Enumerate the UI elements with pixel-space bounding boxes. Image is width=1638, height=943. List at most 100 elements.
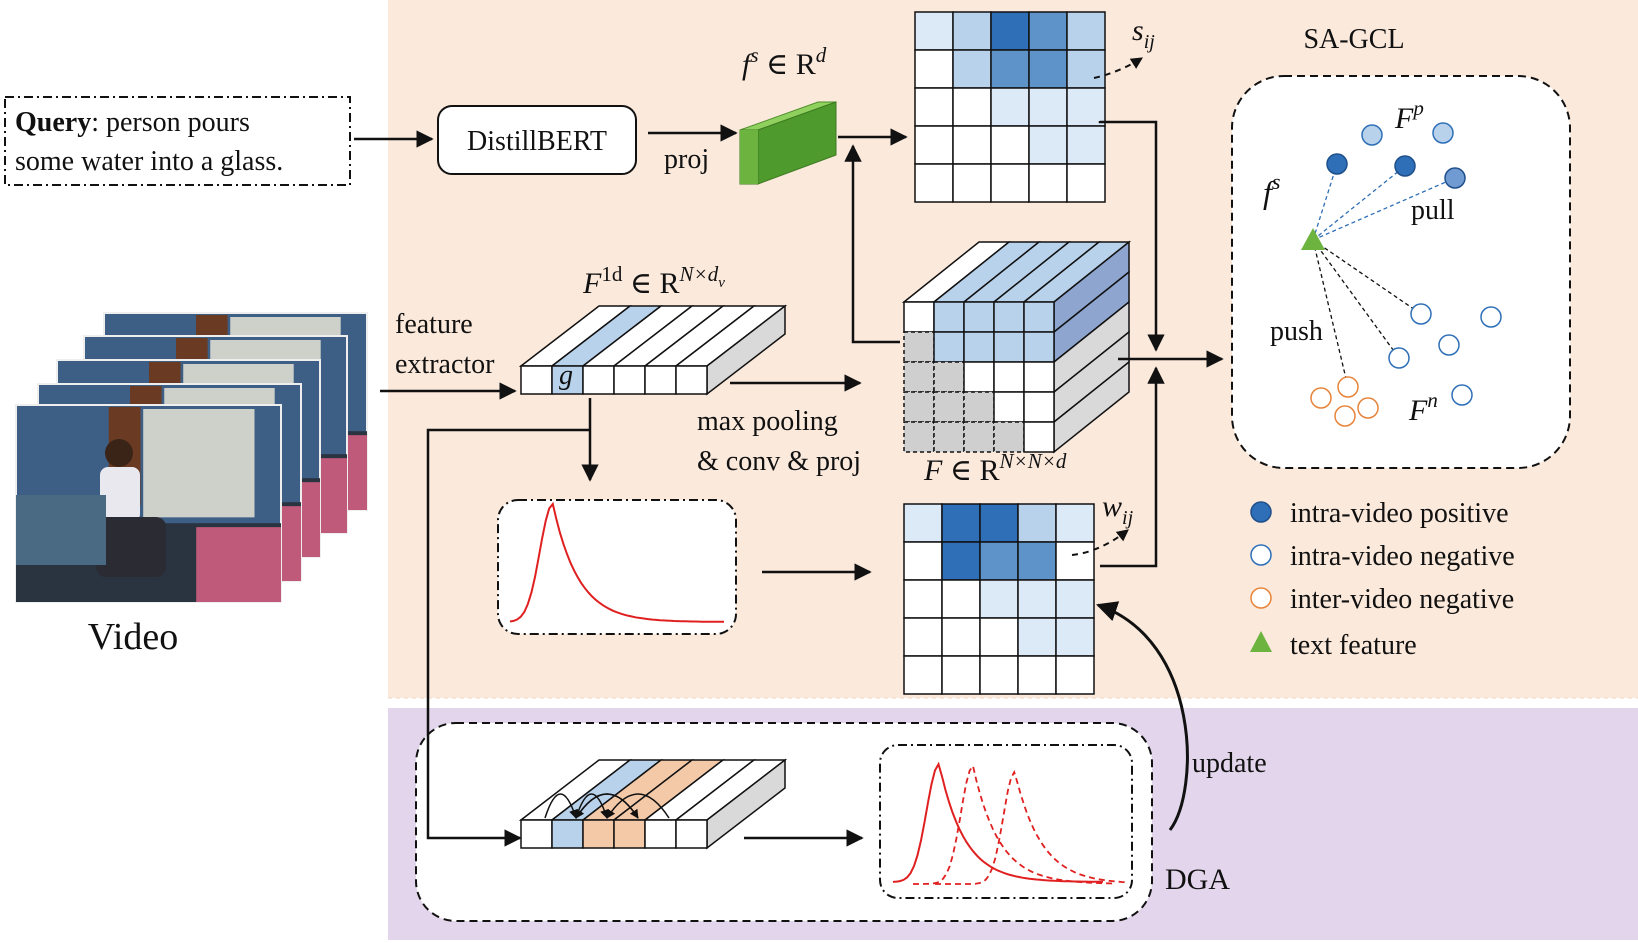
grid-cell <box>979 617 1019 657</box>
legend-marker-intra-negative <box>1250 544 1272 566</box>
grid-cell <box>1066 87 1106 127</box>
grid-cell <box>903 617 943 657</box>
grid-cell <box>941 503 981 543</box>
grid-cell <box>1055 503 1095 543</box>
cube-cell <box>903 421 935 453</box>
grid-cell <box>1028 125 1068 165</box>
grid-cell <box>903 541 943 581</box>
cube-cell <box>903 361 935 393</box>
bar-cell <box>644 365 677 395</box>
inter-negative-point <box>1357 397 1379 419</box>
sofa <box>16 495 106 565</box>
grid-cell <box>914 87 954 127</box>
grid-cell <box>914 49 954 89</box>
bar-cell <box>675 819 708 849</box>
grid-cell <box>979 655 1019 695</box>
query-rest: : person pours <box>91 107 250 138</box>
legend-intra-negative: intra-video negative <box>1290 541 1515 572</box>
grid-cell <box>903 503 943 543</box>
push-label: push <box>1270 316 1323 347</box>
video-frames <box>15 312 368 603</box>
person-head <box>105 439 133 467</box>
dga-arc <box>606 793 670 819</box>
grid-cell <box>941 541 981 581</box>
sagcl-fp-label: Fp <box>1394 96 1424 135</box>
bar-cell <box>675 365 708 395</box>
inter-negative-point <box>1310 387 1332 409</box>
cube-cell <box>963 361 995 393</box>
legend-text-feature: text feature <box>1290 630 1417 661</box>
cube-cell <box>963 301 995 333</box>
cube-cell <box>993 301 1025 333</box>
positive-point <box>1444 167 1466 189</box>
bar-cell <box>613 819 646 849</box>
grid-cell <box>1028 163 1068 203</box>
cube-cell <box>903 391 935 423</box>
grid-cell <box>1055 617 1095 657</box>
bed-cover <box>196 527 281 602</box>
sagcl-fn-label: Fn <box>1408 388 1438 427</box>
cube-cell <box>1023 361 1055 393</box>
grid-cell <box>1055 655 1095 695</box>
grid-cell <box>990 87 1030 127</box>
bar-cell <box>582 365 615 395</box>
grid-cell <box>1066 11 1106 51</box>
legend-marker-text-feature <box>1250 631 1272 652</box>
grid-cell <box>1028 87 1068 127</box>
sij-label: sij <box>1132 14 1155 53</box>
bar-cell <box>520 365 553 395</box>
grid-cell <box>979 579 1019 619</box>
cube-cell <box>963 391 995 423</box>
grid-cell <box>1017 541 1057 581</box>
text-feature-block <box>739 101 837 185</box>
intra-negative-point <box>1438 334 1460 356</box>
grid-cell <box>1066 49 1106 89</box>
cube-cell <box>933 421 965 453</box>
pull-line <box>1312 177 1456 241</box>
video-label: Video <box>88 616 179 658</box>
grid-cell <box>990 163 1030 203</box>
cube-cell <box>933 301 965 333</box>
grid-cell <box>979 503 1019 543</box>
bar-cell <box>520 819 553 849</box>
window-curtain <box>143 409 255 518</box>
person-pants <box>96 517 166 577</box>
intra-negative-point <box>1451 384 1473 406</box>
distilbert-box: DistillBERT <box>437 105 637 175</box>
inter-negative-point <box>1337 376 1359 398</box>
grid-cell <box>1055 579 1095 619</box>
grid-cell <box>1055 541 1095 581</box>
bar-cell <box>644 819 677 849</box>
feature-1d-bar <box>518 304 788 396</box>
grid-cell <box>979 541 1019 581</box>
bar-cell <box>582 819 615 849</box>
f1d-label: F1d ∈ RN×dv <box>582 262 725 300</box>
grid-cell <box>952 11 992 51</box>
cube-cell <box>933 361 965 393</box>
grid-cell <box>952 49 992 89</box>
grid-cell <box>1017 655 1057 695</box>
person-shirt <box>100 467 140 522</box>
cube-cell <box>993 421 1025 453</box>
g-label: g <box>559 360 573 391</box>
grid-cell <box>952 163 992 203</box>
pooling-line1: max pooling <box>697 406 838 437</box>
legend-marker-inter-negative <box>1250 587 1272 609</box>
update-label: update <box>1192 748 1267 779</box>
cube-cell <box>993 331 1025 363</box>
push-line <box>1312 239 1422 315</box>
legend-intra-positive: intra-video positive <box>1290 498 1509 529</box>
grid-cell <box>941 655 981 695</box>
sagcl-points <box>1301 122 1502 427</box>
feature-extractor-line2: extractor <box>395 349 495 380</box>
positive-point-light <box>1361 124 1383 146</box>
grid-cell <box>1028 49 1068 89</box>
intra-negative-point <box>1388 347 1410 369</box>
dga-feature-bar <box>518 758 788 850</box>
grid-cell <box>1017 617 1057 657</box>
wij-label: wij <box>1102 490 1134 529</box>
cube-cell <box>903 331 935 363</box>
cube-cell <box>1023 331 1055 363</box>
similarity-grid-sij <box>914 11 1106 203</box>
